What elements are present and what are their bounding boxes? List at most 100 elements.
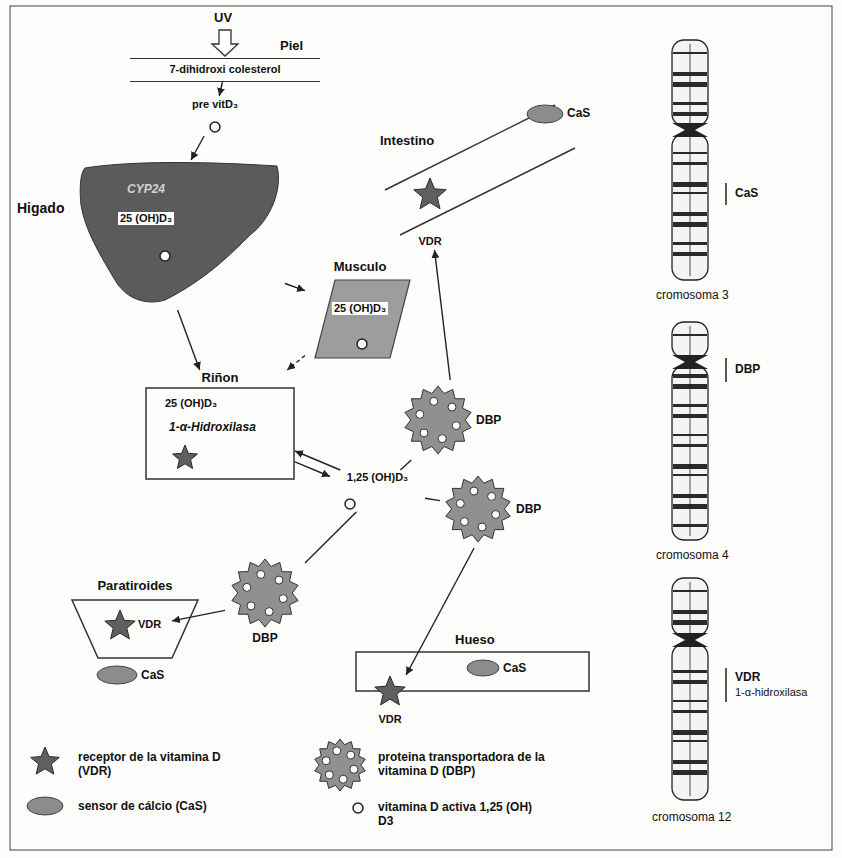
node-text: CaS [141,668,164,682]
node-text: 1-α-Hidroxilasa [169,420,256,434]
vdr-receptor: VDR [408,175,452,250]
chromatid-split [690,582,691,796]
flow-arrow [295,451,340,470]
node-text: CYP24 [127,182,165,196]
cas-sensor: CaS [95,662,185,688]
vitamin-dot [345,499,355,509]
intestine-wall [400,148,575,235]
flow-arrow [219,82,222,96]
vdr-receptor-outline [365,675,415,735]
gene-locus-bar [725,183,727,205]
previtamin-dot: pre vitD₃ [170,96,260,136]
node-text: DBP [476,413,501,427]
vitamin-dot [492,511,500,519]
chromosome-label: cromosoma 4 [656,548,729,562]
flow-arrow [435,250,451,380]
vitamin-dot [452,422,460,430]
node-text: DBP [516,502,541,516]
vdr-star [105,610,135,639]
node-text: pre vitD₃ [192,98,238,111]
legend-text: sensor de cálcio (CaS) [78,799,278,813]
muscle-shape [315,280,410,358]
vdr-star [375,676,405,705]
dbp-burst [315,739,366,791]
flow-arrow [172,610,225,621]
muscle-tissue: Musculo25 (OH)D₃ [305,258,415,363]
parathyroid-outline [72,600,198,658]
node-text: 1,25 (OH)D₃ [347,471,408,484]
liver-organ: Higado CYP24 25 (OH)D₃ [15,160,285,310]
chromosome [672,40,708,280]
uv-arrow [212,30,238,56]
vitamin-dot [470,487,478,495]
legend-sample [353,803,363,813]
node-text: DBP [252,631,277,645]
vitamin-dot [275,576,283,584]
vitamin-dot [488,492,496,500]
legend-text: receptor de la vitamina D (VDR) [78,750,248,779]
vitamin-dot [420,429,428,437]
node-text: 25 (OH)D₃ [332,302,388,315]
parathyroid-gland: ParatiroidesVDR [60,578,210,663]
node-text: VDR [418,235,441,248]
frame [10,6,832,850]
chromosome [672,578,708,800]
vitamin-dot [333,747,341,755]
flow-arrow [285,284,305,291]
node-text: 25 (OH)D₃ [118,212,174,225]
flow-arrow [287,356,305,371]
chromosome-label: cromosoma 3 [656,288,729,302]
node-text: VDR [138,618,161,631]
gene-label: VDR [735,670,760,684]
gene-label: CaS [735,186,758,200]
chromosome-label: cromosoma 12 [652,810,731,824]
cas-oval [97,666,137,684]
legend-text: proteina transportadora de la vitamina D… [378,750,578,779]
vdr-star [31,747,60,774]
vdr-receptor: VDR [365,675,415,735]
vitamin-dot [357,339,367,349]
vitamin-dot [448,403,456,411]
skin-band: Piel7-dihidroxi colesterol [130,58,320,82]
cas-sensor-outline [525,100,605,128]
node-text: 7-dihidroxi colesterol [169,63,280,76]
vitamin-dot [460,518,468,526]
vitamin-dot [279,595,287,603]
chromatid-split [690,326,691,536]
chromatid-split [690,44,691,276]
cas-oval [467,660,499,676]
gene-locus-bar [725,668,727,702]
dbp-burst [446,476,510,542]
flow-arrow [305,512,356,563]
vitamin-dot [247,602,255,610]
flow-arrow [178,310,200,370]
organ-label: Higado [17,200,64,217]
vitamin-dot [478,523,486,531]
vitamin-dot [416,410,424,418]
vitamin-dot [438,435,446,443]
vdr-star [173,445,198,469]
cas-sensor-outline [95,662,185,688]
cas-oval [27,797,63,815]
flow-arrow [425,498,440,500]
vitamin-dot [160,251,170,261]
vitamin-dot [339,775,347,783]
flow-arrow [191,136,204,160]
dbp-burst [405,386,471,454]
vitamin-dot [257,570,265,578]
node-text: Paratiroides [97,578,172,594]
organ-label: Riñon [202,370,239,386]
node-text: Hueso [455,632,495,648]
vitamin-dot [456,500,464,508]
organ-label: Piel [280,38,303,54]
legend-sample [27,797,63,815]
node-text: 25 (OH)D₃ [165,397,217,410]
cas-sensor: CaS [525,100,605,128]
kidney-box: Riñon 25 (OH)D₃ 1-α-Hidroxilasa [145,370,295,480]
vitamin-dot [210,122,220,132]
gene-locus-bar [725,358,727,382]
gene-label: 1-α-hidroxilasa [735,686,807,699]
dbp-carrier: DBP [400,380,510,460]
